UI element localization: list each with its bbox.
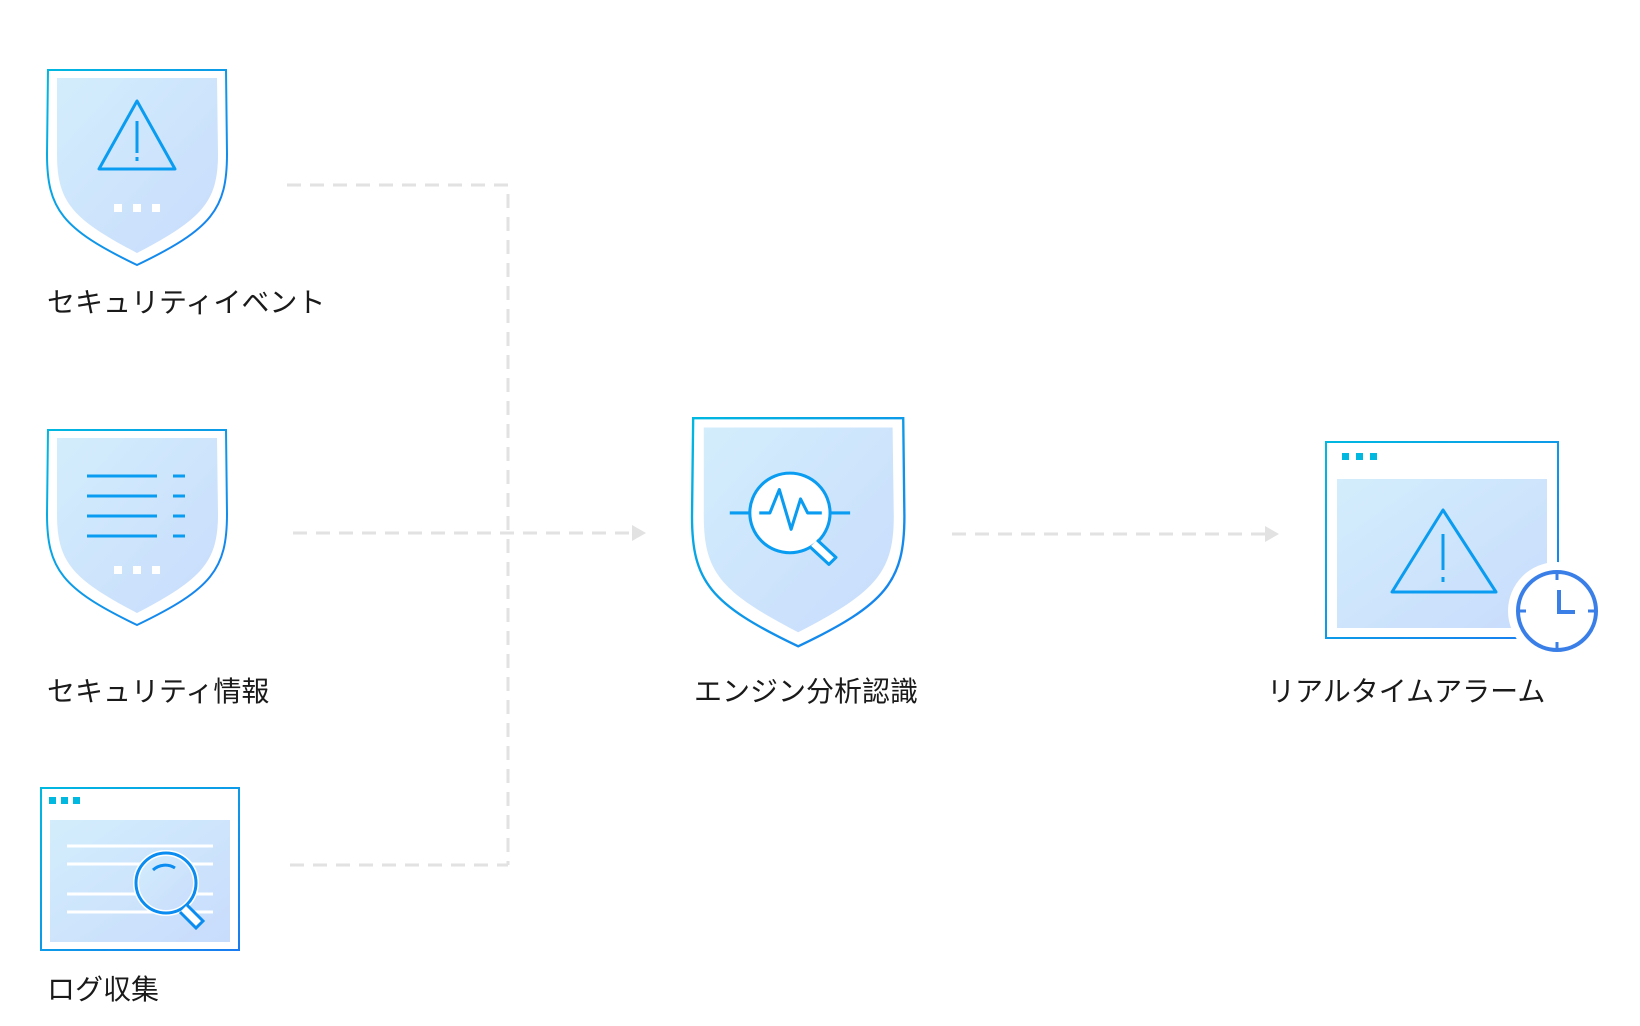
node-label-engine-analysis: エンジン分析認識	[694, 675, 918, 708]
arrowhead-to-engine	[632, 525, 646, 541]
node-log-collection[interactable]: ログ収集	[40, 787, 240, 1006]
list-shield-icon	[46, 429, 228, 626]
node-realtime-alarm[interactable]: リアルタイムアラーム	[1267, 441, 1606, 708]
log-search-window-icon	[40, 787, 240, 951]
connector-lines	[287, 183, 1265, 867]
connector-security-event	[287, 183, 510, 865]
node-label-security-event: セキュリティイベント	[47, 286, 325, 319]
node-label-security-info: セキュリティ情報	[47, 675, 269, 708]
node-engine-analysis[interactable]: エンジン分析認識	[690, 416, 918, 708]
clock-icon	[1508, 562, 1606, 660]
node-security-info[interactable]: セキュリティ情報	[46, 429, 269, 708]
node-label-realtime-alarm: リアルタイムアラーム	[1267, 675, 1545, 708]
node-label-log-collection: ログ収集	[47, 973, 159, 1006]
warning-shield-icon	[46, 69, 228, 266]
analysis-shield-icon	[690, 416, 906, 648]
node-security-event[interactable]: セキュリティイベント	[46, 69, 325, 319]
arrowhead-to-alarm	[1265, 526, 1279, 542]
